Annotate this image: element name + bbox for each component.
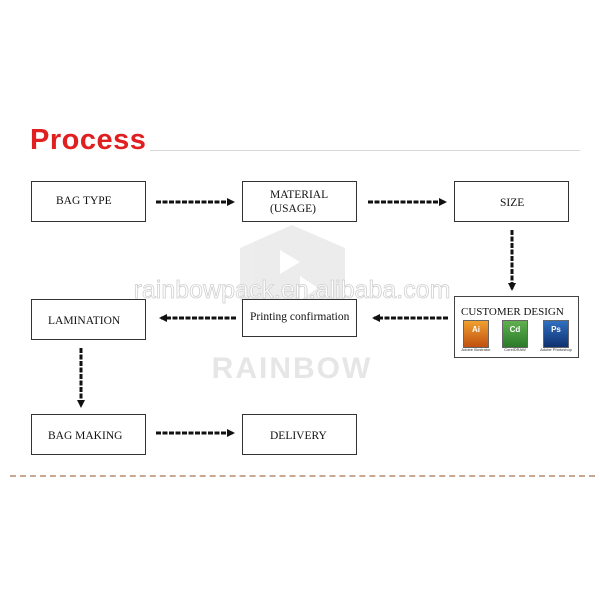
step-customer-design-label: CUSTOMER DESIGN <box>461 306 564 318</box>
watermark-hexagon-logo <box>240 225 345 322</box>
dashed-divider <box>10 475 595 477</box>
title-underline <box>150 150 580 151</box>
coreldraw-icon: Cd CorelDRAW <box>502 320 528 352</box>
step-printing-confirmation: Printing confirmation <box>242 299 357 337</box>
step-material: MATERIAL (USAGE) <box>242 181 357 222</box>
step-material-label: MATERIAL (USAGE) <box>270 189 329 215</box>
step-size: SIZE <box>454 181 569 222</box>
step-customer-design: CUSTOMER DESIGN Ai Adobe Illustrator Cd … <box>454 296 579 358</box>
illustrator-icon: Ai Adobe Illustrator <box>461 320 491 352</box>
photoshop-icon: Ps Adobe Photoshop <box>540 320 572 352</box>
step-printing-confirmation-label: Printing confirmation <box>250 311 350 323</box>
step-size-label: SIZE <box>500 197 525 209</box>
step-delivery-label: DELIVERY <box>270 430 327 442</box>
step-bag-type-label: BAG TYPE <box>56 195 112 207</box>
step-bag-making: BAG MAKING <box>31 414 146 455</box>
step-lamination-label: LAMINATION <box>48 315 121 327</box>
step-bag-making-label: BAG MAKING <box>48 430 123 442</box>
watermark-brand: RAINBOW <box>212 352 373 385</box>
step-bag-type: BAG TYPE <box>31 181 146 222</box>
page-title: Process <box>30 124 147 156</box>
step-delivery: DELIVERY <box>242 414 357 455</box>
step-lamination: LAMINATION <box>31 299 146 340</box>
